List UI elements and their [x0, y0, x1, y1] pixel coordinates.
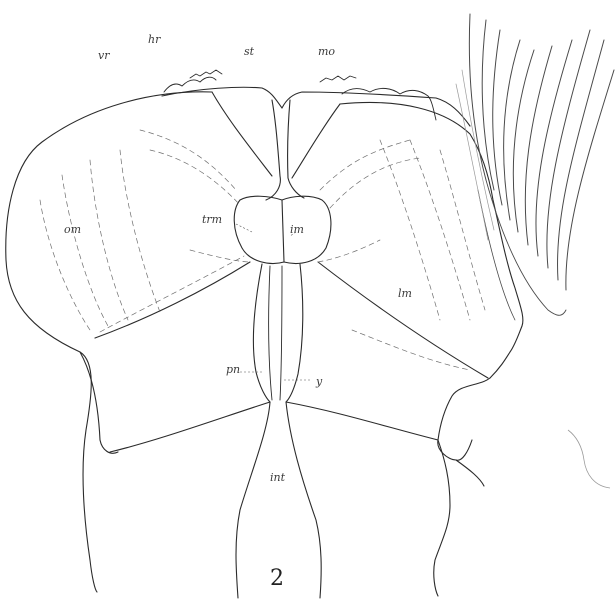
central-rod-mid-1: [269, 266, 272, 400]
label-vr: vr: [98, 50, 109, 61]
label-st: st: [244, 46, 254, 57]
bristle-7: [536, 40, 572, 256]
right-muscle-striation-2: [410, 140, 470, 320]
central-oval-divider: [282, 200, 284, 262]
label-lm: lm: [398, 288, 412, 299]
left-inner-dash: [190, 250, 250, 262]
bristle-base-inner: [478, 190, 515, 320]
left-lower-ridge: [95, 262, 250, 338]
bristle-base: [486, 180, 566, 315]
central-rod-mid-2: [280, 266, 282, 400]
left-muscle-striation-3: [90, 160, 128, 320]
right-lower-contour: [456, 460, 484, 486]
lower-right-ridge: [286, 402, 438, 440]
label-om: om: [64, 224, 81, 235]
leader-trm: [236, 224, 252, 232]
central-rod-right: [286, 264, 303, 402]
label-mo: mo: [318, 46, 335, 57]
left-outer-outline: [6, 92, 212, 592]
label-hr: hr: [148, 34, 160, 45]
label-y: y: [316, 376, 322, 387]
right-small-lobe: [438, 378, 490, 460]
left-arc-1: [140, 130, 236, 190]
central-channel-right: [288, 100, 304, 198]
intestine-left: [236, 402, 270, 598]
right-outer-outline: [340, 102, 523, 378]
left-arc-2: [150, 150, 240, 205]
central-rod-left: [253, 264, 270, 402]
intestine-right: [286, 402, 321, 598]
label-trm: trm: [202, 214, 222, 225]
left-lobe-notch: [80, 352, 118, 453]
right-lower-ridge: [318, 262, 488, 378]
right-muscle-striation-3: [440, 150, 485, 310]
central-channel-left: [266, 100, 280, 200]
margin-fragment: [568, 430, 610, 488]
label-im: im: [290, 224, 304, 235]
left-arc-3: [100, 256, 244, 332]
top-hair-row: [190, 70, 356, 82]
left-muscle-striation-4: [120, 150, 160, 312]
bristle-8: [547, 30, 590, 268]
bristle-9: [557, 40, 604, 280]
bristle-5: [513, 50, 534, 232]
right-arc-2: [330, 158, 420, 208]
figure-number: 2: [270, 568, 284, 590]
dorsal-wavy-edge-left: [164, 77, 216, 92]
lower-left-ridge: [110, 402, 270, 452]
bristle-10: [566, 70, 614, 290]
bristle-4: [504, 40, 520, 220]
label-int: int: [270, 472, 285, 483]
bristle-3: [493, 30, 502, 205]
left-muscle-striation-2: [62, 175, 108, 326]
right-oblique-ridge: [292, 104, 340, 178]
left-oblique-ridge: [212, 92, 272, 176]
right-lower-arc: [352, 330, 470, 370]
right-lower-outline: [434, 440, 450, 596]
label-pn: pn: [226, 364, 240, 375]
